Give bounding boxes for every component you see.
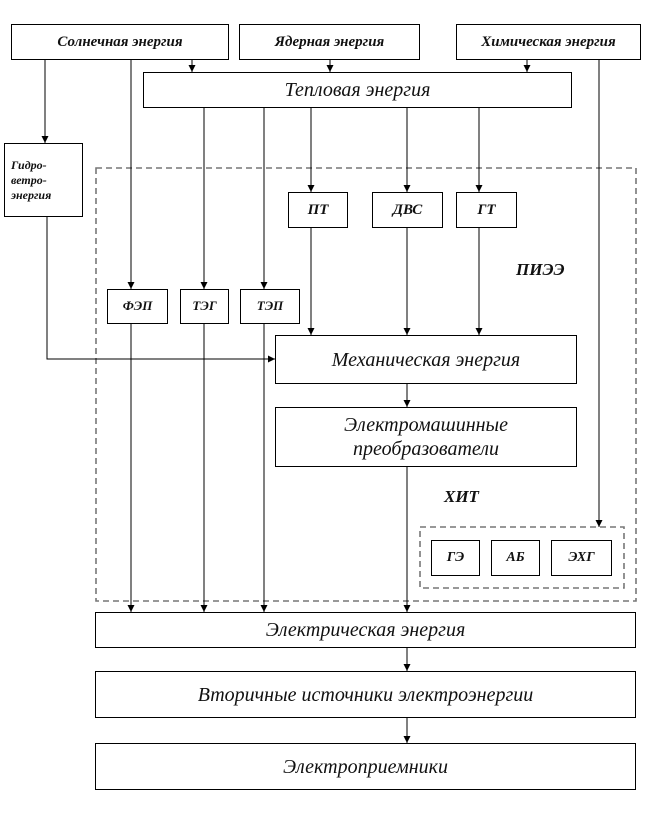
tep-box: ТЭП bbox=[240, 289, 300, 324]
fep-box: ФЭП bbox=[107, 289, 168, 324]
hydro-wind-energy-box: Гидро- ветро- энергия bbox=[4, 143, 83, 217]
chemical-energy-box: Химическая энергия bbox=[456, 24, 641, 60]
pt-box: ПТ bbox=[288, 192, 348, 228]
ge-box: ГЭ bbox=[431, 540, 480, 576]
mechanical-energy-box: Механическая энергия bbox=[275, 335, 577, 384]
hydro-wind-line-1: Гидро- bbox=[11, 157, 47, 172]
hydro-wind-line-3: энергия bbox=[11, 187, 52, 202]
electromachine-line-1: Электромашинные bbox=[344, 414, 508, 436]
electrical-receivers-box: Электроприемники bbox=[95, 743, 636, 790]
piee-group-border bbox=[95, 167, 637, 602]
electromachine-line-2: преобразователи bbox=[352, 438, 500, 460]
piee-group-label: ПИЭЭ bbox=[516, 260, 565, 279]
teg-box: ТЭГ bbox=[180, 289, 229, 324]
thermal-energy-box: Тепловая энергия bbox=[143, 72, 572, 108]
hit-group-label: ХИТ bbox=[444, 487, 479, 506]
electrical-energy-box: Электрическая энергия bbox=[95, 612, 636, 648]
dvs-box: ДВС bbox=[372, 192, 443, 228]
secondary-sources-box: Вторичные источники электроэнергии bbox=[95, 671, 636, 718]
nuclear-energy-box: Ядерная энергия bbox=[239, 24, 420, 60]
ab-box: АБ bbox=[491, 540, 540, 576]
electromachine-converters-box: Электромашинные преобразователи bbox=[275, 407, 577, 467]
hit-group-border bbox=[419, 526, 625, 589]
ehg-box: ЭХГ bbox=[551, 540, 612, 576]
arrow-hydro-to-mech bbox=[46, 217, 275, 363]
gt-box: ГТ bbox=[456, 192, 517, 228]
solar-energy-box: Солнечная энергия bbox=[11, 24, 229, 60]
hydro-wind-line-2: ветро- bbox=[11, 172, 47, 187]
